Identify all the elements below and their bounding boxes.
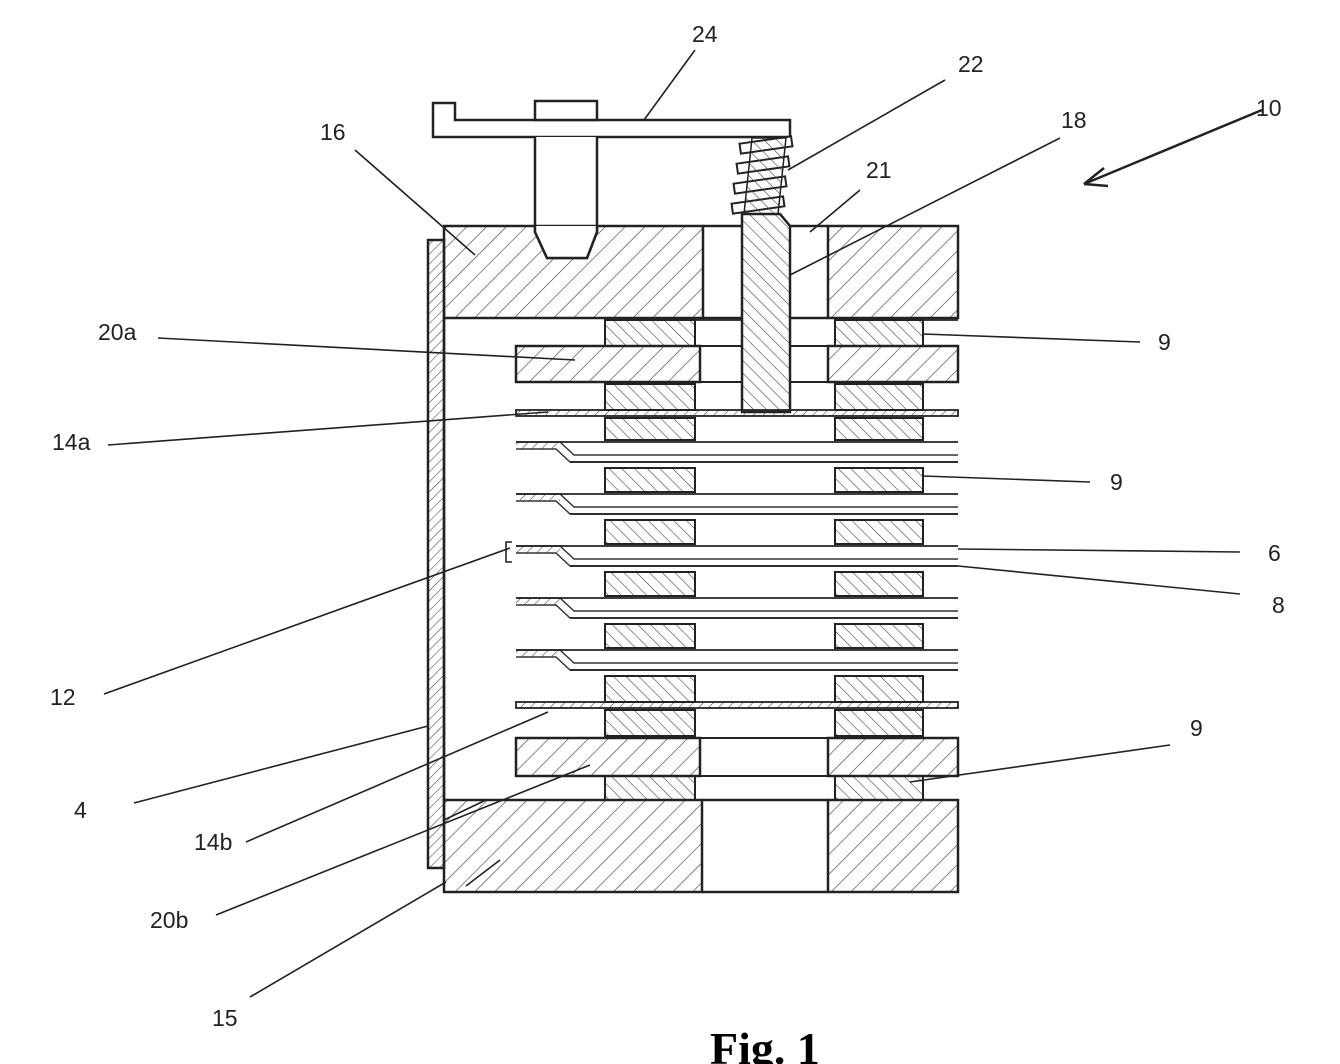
bracket-mark xyxy=(506,542,512,562)
label-6: 6 xyxy=(1268,540,1281,566)
label-14a: 14a xyxy=(52,429,91,455)
side-wall xyxy=(428,240,444,868)
label-14b: 14b xyxy=(194,829,232,855)
lever-arm xyxy=(433,103,790,137)
label-20a: 20a xyxy=(98,319,137,345)
label-22: 22 xyxy=(958,51,984,77)
label-16: 16 xyxy=(320,119,346,145)
label-12: 12 xyxy=(50,684,76,710)
bottom-end-plate xyxy=(444,800,958,892)
label-9-top: 9 xyxy=(1158,329,1171,355)
label-21: 21 xyxy=(866,157,892,183)
label-8: 8 xyxy=(1272,592,1285,618)
figure-caption: Fig. 1 xyxy=(710,1023,820,1064)
label-10: 10 xyxy=(1256,95,1282,121)
direction-arrow xyxy=(1084,110,1262,186)
label-20b: 20b xyxy=(150,907,188,933)
label-15: 15 xyxy=(212,1005,238,1031)
top-end-plate xyxy=(444,226,958,318)
label-18: 18 xyxy=(1061,107,1087,133)
label-24: 24 xyxy=(692,21,718,47)
label-9-mid: 9 xyxy=(1110,469,1123,495)
spring xyxy=(732,136,793,214)
stack xyxy=(516,320,958,800)
label-9-bot: 9 xyxy=(1190,715,1203,741)
label-4: 4 xyxy=(74,797,87,823)
rod xyxy=(742,214,790,412)
